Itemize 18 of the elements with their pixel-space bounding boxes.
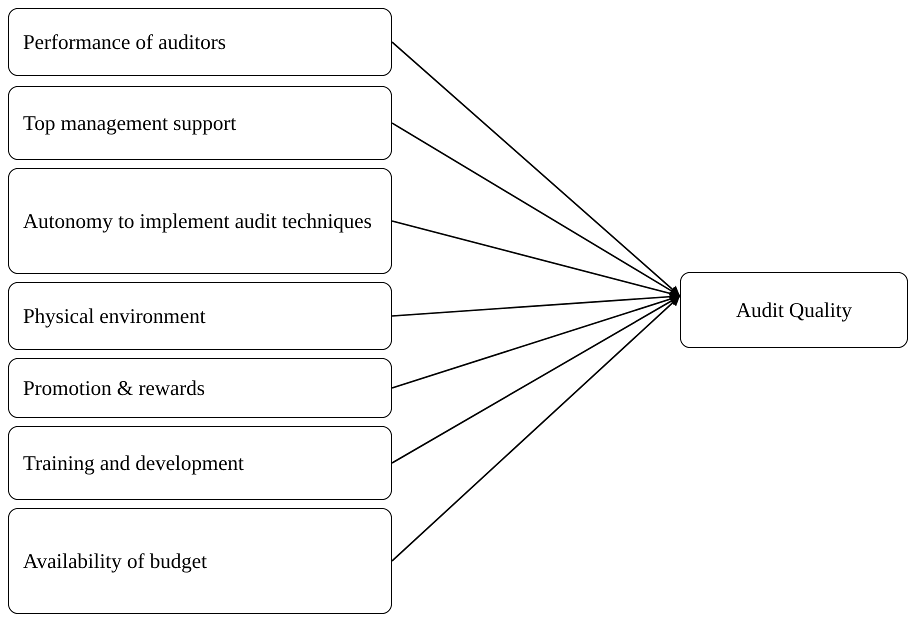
process-box [680, 272, 908, 348]
box-label: Promotion & rewards [23, 375, 205, 402]
process-box [8, 86, 392, 160]
box-label: Training and development [23, 450, 244, 477]
box-label: Audit Quality [736, 297, 852, 324]
box-label: Autonomy to implement audit techniques [23, 208, 372, 235]
process-box [8, 8, 392, 76]
box-label: Physical environment [23, 303, 206, 330]
box-label: Availability of budget [23, 548, 207, 575]
arrow [391, 41, 681, 297]
box-label: Performance of auditors [23, 29, 226, 56]
process-box [8, 168, 392, 274]
box-label: Top management support [23, 110, 236, 137]
process-box [8, 358, 392, 418]
arrow [391, 295, 681, 562]
process-box [8, 426, 392, 500]
process-box [8, 282, 392, 350]
process-box [8, 508, 392, 614]
